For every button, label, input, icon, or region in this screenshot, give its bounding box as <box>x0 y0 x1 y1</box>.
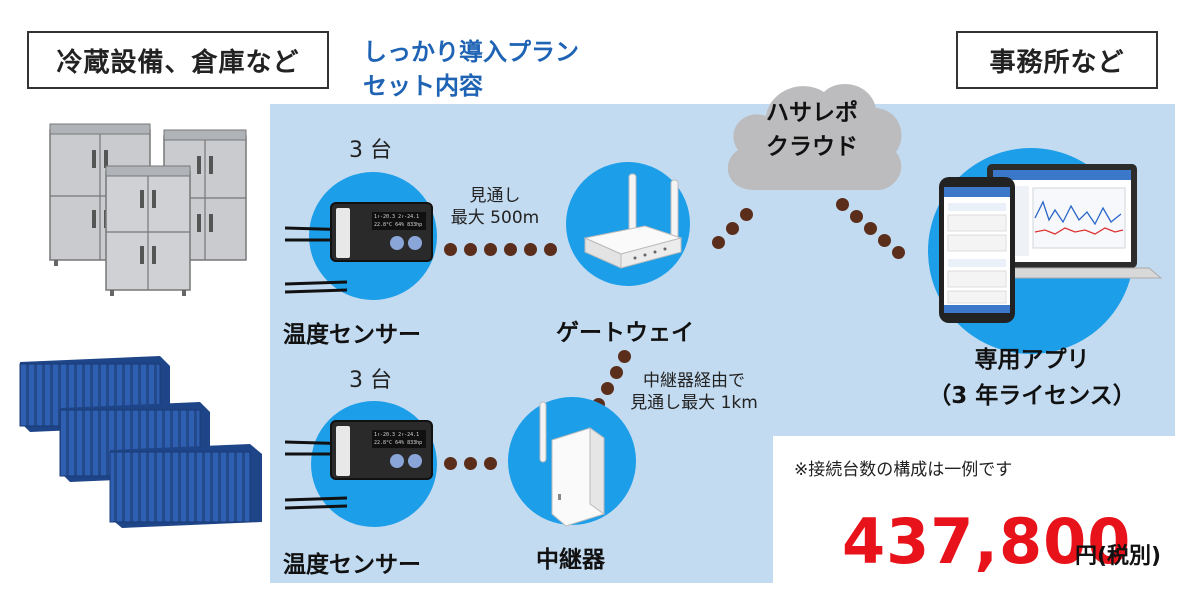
refrigerator-illustration <box>49 123 247 296</box>
app-label: 専用アプリ （3 年ライセンス） <box>920 342 1144 414</box>
range-note: 見通し 最大 500m <box>440 185 550 229</box>
sensor-bottom-device: 1↑-20.3 2↑-24.1 22.8°C 64% 833hp <box>330 420 433 480</box>
cloud-label-line1: ハサレポ <box>766 100 858 126</box>
app-label-line2: （3 年ライセンス） <box>928 383 1136 409</box>
shipping-container-illustration <box>19 356 262 528</box>
range-note-line1: 見通し <box>469 186 521 206</box>
sensor-top-label: 温度センサー <box>283 322 421 348</box>
link-dot <box>601 382 614 395</box>
sensor-bottom-count: 3 台 <box>349 368 392 393</box>
sensor-bottom-button-a <box>390 454 404 468</box>
sensor-bottom-display: 1↑-20.3 2↑-24.1 22.8°C 64% 833hp <box>372 430 426 448</box>
cloud-label-line2: クラウド <box>766 134 858 160</box>
gateway-router-icon <box>583 173 683 269</box>
sensor-bottom-label: 温度センサー <box>283 552 421 578</box>
link-dot <box>464 457 477 470</box>
link-dot <box>618 350 631 363</box>
sensor-top-count: 3 台 <box>349 138 392 163</box>
left-location-label: 冷蔵設備、倉庫など <box>27 31 329 89</box>
link-dot <box>484 243 497 256</box>
link-dot <box>712 236 725 249</box>
range-note-line2: 最大 500m <box>450 208 540 228</box>
link-dot <box>464 243 477 256</box>
relay-note-line2: 見通し最大 1km <box>630 393 758 413</box>
link-dot <box>726 222 739 235</box>
link-dot <box>850 210 863 223</box>
sensor-top-device: 1↑-20.3 2↑-24.1 22.8°C 64% 833hp <box>330 202 433 262</box>
sensor-bottom-panel <box>336 426 350 476</box>
link-dot <box>740 208 753 221</box>
plan-title: しっかり導入プラン セット内容 <box>363 35 579 103</box>
sensor-top-button-b <box>408 236 422 250</box>
plan-title-line1: しっかり導入プラン <box>363 38 579 66</box>
link-dot <box>444 457 457 470</box>
smartphone-icon <box>939 177 1015 323</box>
link-dot <box>892 246 905 259</box>
link-dot <box>484 457 497 470</box>
link-dot <box>524 243 537 256</box>
cloud-label: ハサレポ クラウド <box>734 96 890 164</box>
link-dot <box>864 222 877 235</box>
sensor-top-button-a <box>390 236 404 250</box>
price-area <box>773 436 1175 586</box>
app-label-line1: 専用アプリ <box>974 347 1090 373</box>
sensor-top-panel <box>336 208 350 258</box>
cloud-icon <box>727 84 902 191</box>
sensor-bottom-button-b <box>408 454 422 468</box>
link-dot <box>444 243 457 256</box>
link-dot <box>544 243 557 256</box>
sensor-bottom-display-line1: 1↑-20.3 2↑-24.1 <box>374 432 420 438</box>
link-dot <box>504 243 517 256</box>
plan-title-line2: セット内容 <box>363 72 483 100</box>
link-dot <box>836 198 849 211</box>
price-unit: 円(税別) <box>1075 544 1162 569</box>
relay-note: 中継器経由で 見通し最大 1km <box>624 370 764 414</box>
sensor-top-display-line2: 22.8°C 64% 833hp <box>374 222 423 228</box>
link-dot <box>878 234 891 247</box>
config-note: ※接続台数の構成は一例です <box>794 460 1013 480</box>
sensor-bottom-display-line2: 22.8°C 64% 833hp <box>374 440 423 446</box>
relay-label: 中継器 <box>536 547 605 573</box>
sensor-top-display: 1↑-20.3 2↑-24.1 22.8°C 64% 833hp <box>372 212 426 230</box>
sensor-top-display-line1: 1↑-20.3 2↑-24.1 <box>374 214 420 220</box>
price-amount: 437,800 <box>842 505 1132 578</box>
link-dot <box>610 366 623 379</box>
relay-repeater-icon <box>539 401 605 527</box>
right-location-label: 事務所など <box>956 31 1158 89</box>
laptop-icon <box>975 164 1163 279</box>
gateway-label: ゲートウェイ <box>556 320 694 346</box>
relay-note-line1: 中継器経由で <box>643 371 745 391</box>
